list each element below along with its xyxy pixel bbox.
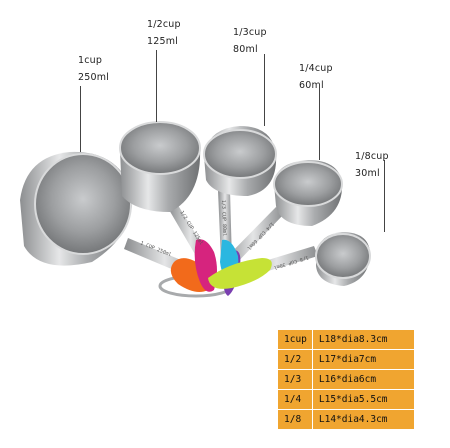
table-row: 1/8 L14*dia4.3cm — [277, 409, 415, 430]
table-cell-dims: L18*dia8.3cm — [311, 329, 415, 350]
label-quarter-cup-size: 1/4cup — [299, 63, 333, 74]
grip-lime — [208, 258, 272, 289]
label-1cup: 1cup 250ml — [78, 52, 109, 86]
table-cell-size: 1/8 — [277, 409, 313, 430]
leader-third-cup — [264, 54, 265, 126]
size-spec-table: 1cup L18*dia8.3cm 1/2 L17*dia7cm 1/3 L16… — [277, 329, 415, 430]
table-cell-dims: L14*dia4.3cm — [311, 409, 415, 430]
cup-half-cup — [119, 121, 201, 212]
table-cell-dims: L17*dia7cm — [311, 349, 415, 370]
table-row: 1/4 L15*dia5.5cm — [277, 389, 415, 410]
label-quarter-cup: 1/4cup 60ml — [299, 60, 333, 94]
cup-third-cup — [203, 126, 277, 196]
label-third-cup-volume: 80ml — [233, 44, 258, 55]
label-eighth-cup-size: 1/8cup — [355, 151, 389, 162]
table-row: 1/2 L17*dia7cm — [277, 349, 415, 370]
leader-1cup — [80, 86, 81, 152]
cup-eighth-cup — [315, 232, 371, 286]
handle-text-third-cup: 1/3 CUP 80ml — [220, 200, 227, 236]
label-half-cup: 1/2cup 125ml — [147, 16, 181, 50]
cup-quarter-cup — [273, 160, 343, 226]
table-row: 1/3 L16*dia6cm — [277, 369, 415, 390]
label-third-cup: 1/3cup 80ml — [233, 24, 267, 58]
label-third-cup-size: 1/3cup — [233, 27, 267, 38]
cup-1cup — [20, 151, 133, 266]
label-eighth-cup-volume: 30ml — [355, 168, 380, 179]
label-half-cup-volume: 125ml — [147, 36, 179, 47]
label-eighth-cup: 1/8cup 30ml — [355, 148, 389, 182]
table-cell-size: 1/3 — [277, 369, 313, 390]
leader-half-cup — [156, 50, 157, 122]
label-1cup-size: 1cup — [78, 55, 103, 66]
label-1cup-volume: 250ml — [78, 72, 110, 83]
table-cell-size: 1/4 — [277, 389, 313, 410]
grips — [170, 239, 272, 296]
label-quarter-cup-volume: 60ml — [299, 80, 324, 91]
leader-quarter-cup — [319, 88, 320, 160]
table-cell-dims: L15*dia5.5cm — [311, 389, 415, 410]
table-row: 1cup L18*dia8.3cm — [277, 329, 415, 350]
label-half-cup-size: 1/2cup — [147, 19, 181, 30]
leader-eighth-cup — [384, 160, 385, 232]
table-cell-size: 1cup — [277, 329, 313, 350]
table-cell-size: 1/2 — [277, 349, 313, 370]
table-cell-dims: L16*dia6cm — [311, 369, 415, 390]
